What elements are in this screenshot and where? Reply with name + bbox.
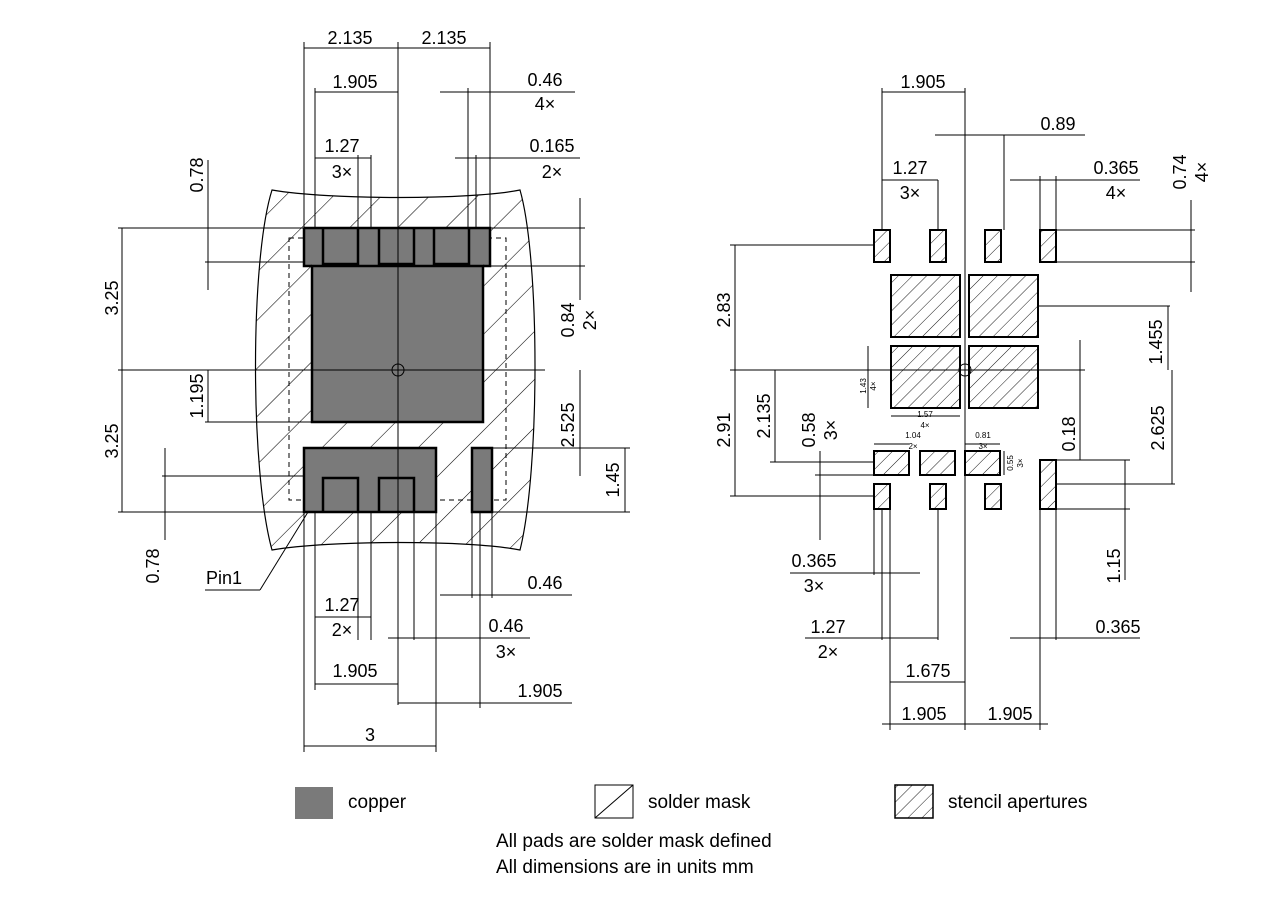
rdim-1905-bot-right: 1.905 xyxy=(987,704,1032,724)
dim-046-bot2-mult: 3× xyxy=(496,642,517,662)
stencil-bot-1 xyxy=(873,483,891,510)
rdim-1675: 1.675 xyxy=(905,661,950,681)
rdim-283: 2.83 xyxy=(714,292,734,327)
rdim-074-mult: 4× xyxy=(1192,162,1212,183)
note-solder-mask-defined: All pads are solder mask defined xyxy=(496,831,772,852)
rdim-127-bot-mult: 2× xyxy=(818,642,839,662)
stencil-large-3 xyxy=(890,345,961,409)
legend-stencil-label: stencil apertures xyxy=(948,792,1087,813)
copper-bottom-right-pad xyxy=(470,446,494,514)
rdim-127-bot: 1.27 xyxy=(810,617,845,637)
rdim-104: 1.04 xyxy=(905,431,921,440)
dim-046-bot2: 0.46 xyxy=(488,616,523,636)
left-land-pattern-view: 2.135 2.135 1.905 0.46 4× 1.27 3× 0.165 … xyxy=(102,28,630,752)
rdim-1905-bot-left: 1.905 xyxy=(901,704,946,724)
stencil-top-2 xyxy=(929,229,947,263)
dim-0165-mult: 2× xyxy=(542,162,563,182)
dim-084-mult: 2× xyxy=(580,310,600,331)
rdim-0365-top-mult: 4× xyxy=(1106,183,1127,203)
stencil-large-1 xyxy=(890,274,961,338)
bottom-pad-notches xyxy=(321,476,416,512)
rdim-058-mult: 3× xyxy=(821,420,841,441)
stencil-top-1 xyxy=(873,229,891,263)
legend: copper solder mask stencil apertures All… xyxy=(295,784,1087,878)
dim-078-top: 0.78 xyxy=(187,157,207,192)
legend-solder-mask-swatch xyxy=(594,784,634,819)
rdim-291: 2.91 xyxy=(714,412,734,447)
dim-084: 0.84 xyxy=(558,302,578,337)
rdim-055-mult: 3× xyxy=(1016,458,1025,467)
rdim-089: 0.89 xyxy=(1040,114,1075,134)
stencil-top-4 xyxy=(1039,229,1057,263)
stencil-mid-3 xyxy=(964,450,1001,476)
dim-2525: 2.525 xyxy=(558,402,578,447)
dim-046-top: 0.46 xyxy=(527,70,562,90)
stencil-large-4 xyxy=(968,345,1039,409)
pin1-label: Pin1 xyxy=(206,568,242,588)
dim-127-top: 1.27 xyxy=(324,136,359,156)
rdim-2135: 2.135 xyxy=(754,393,774,438)
dim-127-bot: 1.27 xyxy=(324,595,359,615)
rdim-143: 1.43 xyxy=(859,378,868,394)
dim-078-bot: 0.78 xyxy=(143,548,163,583)
dim-1905-bot: 1.905 xyxy=(332,661,377,681)
rdim-127-top-mult: 3× xyxy=(900,183,921,203)
legend-copper-label: copper xyxy=(348,792,407,813)
rdim-143-mult: 4× xyxy=(869,381,878,390)
rdim-074: 0.74 xyxy=(1170,154,1190,189)
dim-127-bot-mult: 2× xyxy=(332,620,353,640)
legend-stencil-swatch xyxy=(894,784,934,819)
rdim-018: 0.18 xyxy=(1059,416,1079,451)
rdim-157: 1.57 xyxy=(917,410,933,419)
stencil-bot-2 xyxy=(929,483,947,510)
dim-2135-left: 2.135 xyxy=(327,28,372,48)
right-stencil-view: 1.905 0.89 1.27 3× 0.365 4× 0.74 4× 2.83… xyxy=(714,72,1212,730)
stencil-bot-3 xyxy=(984,483,1002,510)
rdim-0365-top: 0.365 xyxy=(1093,158,1138,178)
rdim-0365-bot: 0.365 xyxy=(791,551,836,571)
dim-0165: 0.165 xyxy=(529,136,574,156)
rdim-058: 0.58 xyxy=(799,412,819,447)
rdim-081: 0.81 xyxy=(975,431,991,440)
dim-325-top: 3.25 xyxy=(102,280,122,315)
rdim-1905-top: 1.905 xyxy=(900,72,945,92)
stencil-mid-right xyxy=(1039,459,1057,510)
legend-solder-mask-label: solder mask xyxy=(648,792,751,813)
dim-2135-right: 2.135 xyxy=(421,28,466,48)
rdim-1455: 1.455 xyxy=(1146,319,1166,364)
dim-1905-top: 1.905 xyxy=(332,72,377,92)
top-pad-notches xyxy=(302,226,492,268)
rdim-157-mult: 4× xyxy=(920,421,929,430)
dim-046-mult: 4× xyxy=(535,94,556,114)
copper-top-pads xyxy=(304,228,490,422)
legend-copper-swatch xyxy=(295,787,333,819)
dim-145: 1.45 xyxy=(603,462,623,497)
stencil-mid-1 xyxy=(873,450,910,476)
rdim-055: 0.55 xyxy=(1006,455,1015,471)
dim-1195: 1.195 xyxy=(187,373,207,418)
dim-046-bot: 0.46 xyxy=(527,573,562,593)
note-units: All dimensions are in units mm xyxy=(496,857,754,878)
dim-127-mult: 3× xyxy=(332,162,353,182)
stencil-large-2 xyxy=(968,274,1039,338)
rdim-0365-bot-mult: 3× xyxy=(804,576,825,596)
rdim-2625: 2.625 xyxy=(1148,405,1168,450)
stencil-top-3 xyxy=(984,229,1002,263)
stencil-mid-2 xyxy=(919,450,956,476)
rdim-127-top: 1.27 xyxy=(892,158,927,178)
dim-1905-bot-right: 1.905 xyxy=(517,681,562,701)
rdim-115: 1.15 xyxy=(1104,548,1124,583)
rdim-0365-bot-right: 0.365 xyxy=(1095,617,1140,637)
dim-3: 3 xyxy=(365,725,375,745)
rdim-104-mult: 2× xyxy=(908,442,917,451)
rdim-081-mult: 3× xyxy=(978,442,987,451)
dim-325-bot: 3.25 xyxy=(102,423,122,458)
